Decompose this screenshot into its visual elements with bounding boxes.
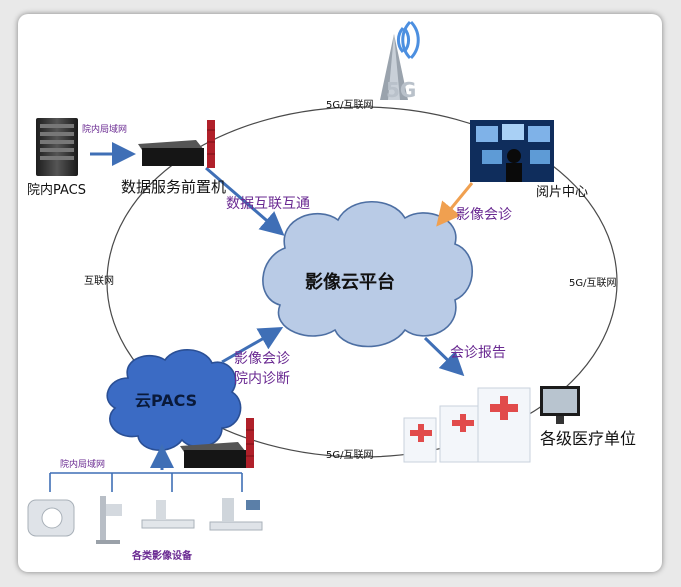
5g-tower-label: 5G [386,78,417,102]
front-server-icon [138,120,215,168]
hub-label: 影像云平台 [305,272,395,293]
report-out-label: 会诊报告 [450,345,506,361]
reading-center-icon [470,120,554,182]
ring-label-top: 5G/互联网 [326,100,374,111]
imaging-devices-icon [27,496,263,544]
ring-label-left: 互联网 [84,276,114,287]
hub-cloud [262,200,474,348]
medical-units-label: 各级医疗单位 [540,429,637,448]
cloud-pacs-label: 云PACS [135,391,198,410]
reading-center-label: 阅片中心 [536,185,589,200]
arrow-cloudpacs-to-hub [221,327,284,364]
ring-label-bottom: 5G/互联网 [326,450,374,461]
cloud-pacs-server-icon [180,418,254,468]
ring-label-right: 5G/互联网 [569,278,617,289]
interconnect-label: 数据互联互通 [226,196,310,212]
5g-tower-icon [380,20,420,100]
lan-bus [49,472,243,492]
arrow-server-to-hub [205,166,285,236]
medical-units-icon [403,386,580,463]
lan-label-top: 院内局域网 [82,125,128,135]
cloud-pacs-link-line1: 影像会诊 [234,351,290,367]
consult-in-label: 影像会诊 [456,207,512,223]
lan-label-bottom: 院内局域网 [60,460,106,470]
hospital-pacs-label: 院内PACS [27,183,87,198]
arrow-reading-to-hub [436,182,474,227]
arrow-hub-to-units [423,336,465,377]
cloud-pacs-link-line2: 院内诊断 [234,371,290,387]
imaging-devices-label: 各类影像设备 [132,551,192,562]
network-ring [106,106,618,458]
cloud-pacs [106,349,242,451]
hospital-pacs-server-icon [36,118,78,176]
front-server-label: 数据服务前置机 [121,178,227,196]
